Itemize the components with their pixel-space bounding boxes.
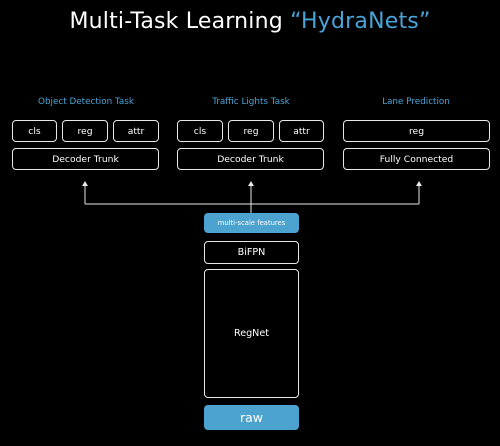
head-cls: cls: [177, 120, 223, 142]
arrowhead-right: [416, 181, 422, 186]
regnet-box: RegNet: [204, 269, 299, 398]
head-attr: attr: [279, 120, 324, 142]
head-cls: cls: [12, 120, 57, 142]
arrowhead-center: [248, 181, 254, 186]
decoder-trunk-object-detection: Decoder Trunk: [12, 148, 159, 170]
title-main: Multi-Task Learning: [69, 9, 291, 34]
page-title: Multi-Task Learning “HydraNets”: [0, 9, 500, 34]
fully-connected-lane-prediction: Fully Connected: [343, 148, 490, 170]
title-accent: “HydraNets”: [290, 9, 431, 34]
head-reg: reg: [228, 120, 274, 142]
raw-input-box: raw: [204, 405, 299, 430]
task-title-object-detection: Object Detection Task: [38, 97, 134, 107]
multi-scale-features-box: multi-scale features: [204, 213, 299, 233]
head-reg: reg: [343, 120, 490, 142]
head-attr: attr: [113, 120, 159, 142]
task-title-lane-prediction: Lane Prediction: [382, 97, 450, 107]
decoder-trunk-traffic-lights: Decoder Trunk: [177, 148, 324, 170]
head-reg: reg: [62, 120, 108, 142]
task-title-traffic-lights: Traffic Lights Task: [212, 97, 290, 107]
arrowhead-left: [82, 181, 88, 186]
bifpn-box: BiFPN: [204, 241, 299, 264]
